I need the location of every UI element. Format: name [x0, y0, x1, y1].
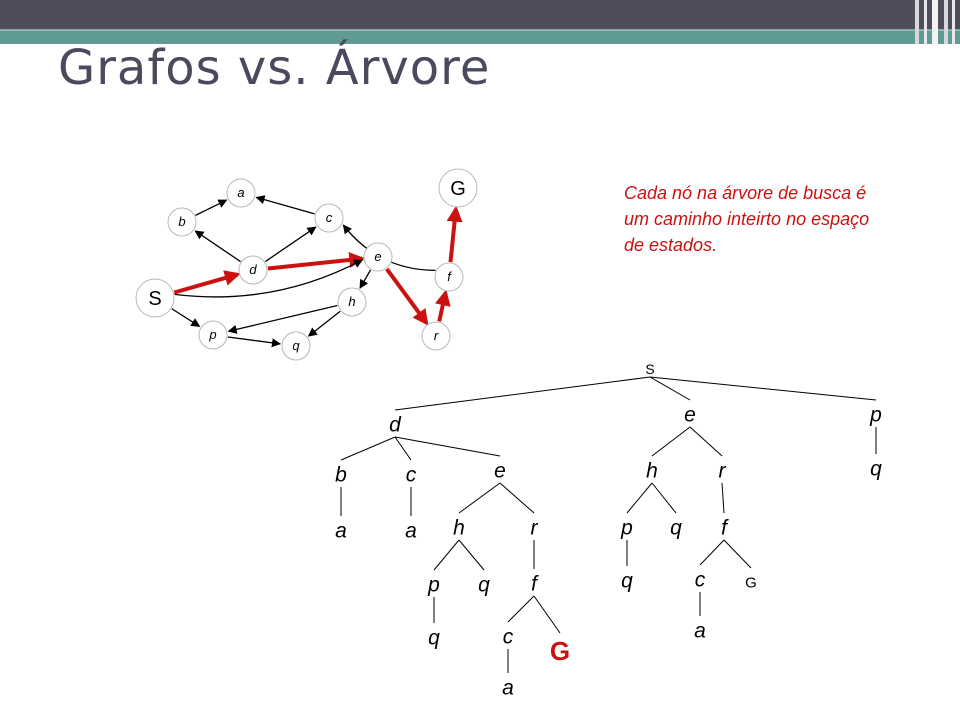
graph-edge-b-a [195, 199, 228, 216]
tree-node-label: r [531, 516, 539, 539]
tree-node-label: q [870, 457, 882, 480]
tree-edge [689, 426, 723, 457]
graph-edge-h-p [227, 304, 338, 334]
tree-edge [721, 482, 725, 514]
tree-node-label: c [406, 463, 417, 486]
graph-edge-r-f [434, 289, 451, 322]
tree-node-label: f [531, 572, 539, 595]
tree-node-label: q [621, 569, 633, 592]
graph-node-e [363, 242, 393, 272]
graph-node-p [198, 320, 228, 350]
graph-node-label: p [208, 327, 216, 342]
graph-node-label: S [148, 288, 161, 310]
tree-node-label: p [869, 403, 882, 426]
tree-edge [394, 376, 651, 411]
graph-node-b [167, 207, 197, 237]
graph-edge-f-G [446, 205, 463, 263]
header-stripe [924, 0, 927, 44]
header-stripe [944, 0, 948, 44]
graph-node-label: e [374, 249, 381, 264]
tree-edge [394, 436, 501, 457]
tree-node-label: h [453, 516, 465, 539]
graph-node-a [226, 178, 256, 208]
header-teal-band [0, 30, 960, 44]
graph-node-h [337, 287, 367, 317]
tree-node-label: a [335, 519, 347, 542]
tree-edge [507, 595, 535, 623]
tree-edge [458, 539, 485, 571]
tree-node-label: c [695, 568, 706, 591]
tree-node-label: q [478, 573, 490, 596]
tree-node-label: c [503, 625, 514, 648]
graph-node-S [135, 278, 175, 318]
graph-edge-e-h [359, 269, 372, 289]
tree-goal-node: G [550, 636, 570, 666]
tree-node-label: e [684, 403, 696, 426]
graph-edge-d-e [267, 252, 366, 271]
tree-edge [649, 376, 691, 401]
graph-node-label: a [237, 185, 244, 200]
tree-node-label: f [721, 516, 729, 539]
graph-node-label: h [348, 294, 355, 309]
tree-node-label: S [645, 361, 654, 377]
tree-node-label: a [694, 619, 706, 642]
slide-header-bar [0, 0, 960, 44]
tree-edge [626, 482, 653, 514]
graph-node-label: G [450, 178, 466, 200]
header-stripe [915, 0, 919, 44]
graph-node-label: q [292, 338, 300, 353]
graph-edge-p-q [227, 336, 282, 348]
graph-edge-S-p [171, 308, 201, 327]
graph-edge-d-b [194, 230, 241, 263]
graph-node-r [421, 321, 451, 351]
tree-edge [651, 426, 691, 457]
graph-edge-h-q [307, 310, 341, 337]
tree-node-label: b [335, 463, 347, 486]
graph-node-label: f [447, 269, 452, 284]
graph-edge-S-d [173, 270, 241, 295]
graph-node-label: r [434, 328, 439, 343]
graph-node-label: c [326, 210, 333, 225]
tree-node-label: a [502, 676, 514, 699]
tree-node-label: r [719, 459, 727, 482]
graph-node-G [438, 168, 478, 208]
tree-node-label: p [620, 516, 633, 539]
graph-node-f [434, 262, 464, 292]
graph-edge-S-e [174, 259, 364, 298]
tree-edge [433, 539, 460, 571]
header-stripe [932, 0, 938, 44]
tree-edge [340, 436, 396, 461]
tree-node-label: q [428, 626, 440, 649]
graph-node-d [238, 255, 268, 285]
graph-edge-e-r [385, 267, 429, 326]
tree-edge [458, 482, 501, 514]
tree-edge [723, 539, 752, 569]
graph-node-c [314, 203, 344, 233]
tree-edge [649, 376, 877, 401]
header-dark-band [0, 0, 960, 30]
tree-node-label: h [646, 459, 658, 482]
tree-edge [394, 436, 412, 461]
header-stripe [952, 0, 955, 44]
tree-node-label: G [745, 574, 757, 591]
graph-node-label: d [249, 262, 257, 277]
tree-edge [533, 595, 561, 634]
caption-text: Cada nó na árvore de busca é um caminho … [624, 183, 870, 255]
tree-node-label: e [494, 459, 506, 482]
tree-node-label: a [405, 519, 417, 542]
tree-node-label: q [670, 516, 682, 539]
graph-node-q [281, 331, 311, 361]
tree-edge [651, 482, 677, 514]
tree-node-label: d [389, 413, 402, 436]
tree-edge [499, 482, 535, 514]
graph-edge-c-a [255, 195, 315, 215]
slide-title: Grafos vs. Árvore [58, 40, 491, 96]
graph-edge-d-c [265, 226, 317, 263]
tree-edge [699, 539, 725, 566]
tree-node-label: p [427, 573, 440, 596]
graph-node-label: b [178, 214, 185, 229]
